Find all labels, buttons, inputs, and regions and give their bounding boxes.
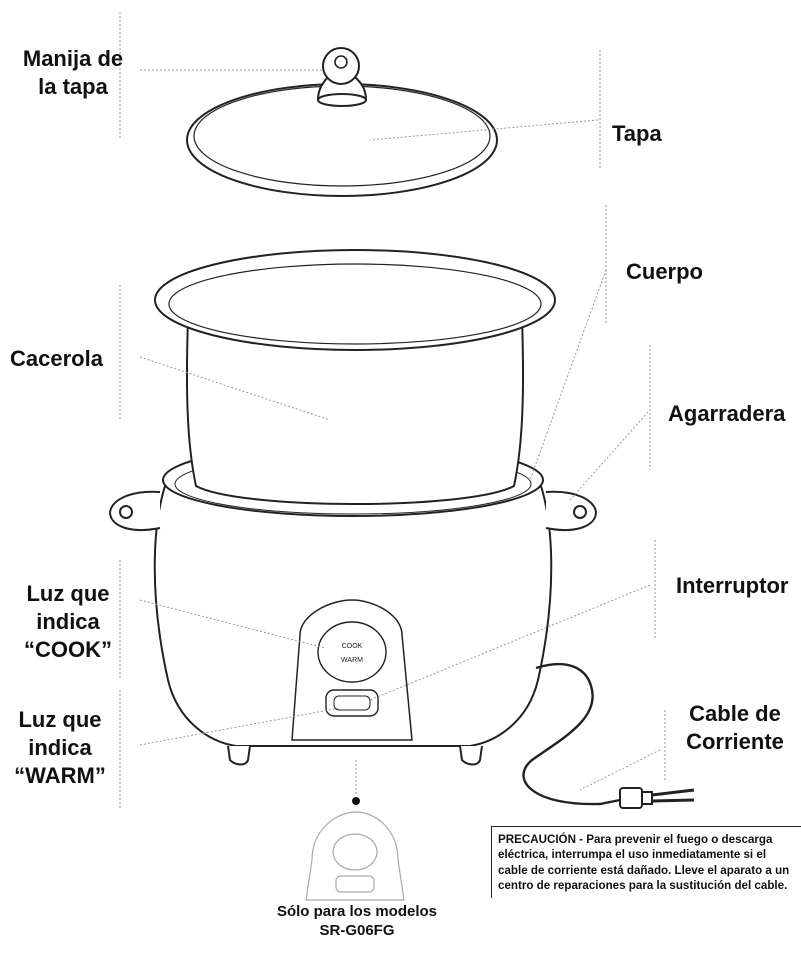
power-cord-drawing [522, 663, 695, 809]
cook-text: COOK [342, 643, 363, 650]
leader-lines [119, 12, 666, 810]
label-cook-light: Luz que indica “COOK” [24, 581, 112, 662]
caution-note: PRECAUCIÓN - Para prevenir el fuego o de… [491, 826, 801, 899]
label-lid: Tapa [612, 121, 662, 146]
model-caption: Sólo para los modelos SR-G06FG [276, 903, 438, 939]
lid-handle-drawing [316, 47, 368, 107]
label-handle: Agarradera [668, 401, 786, 426]
inset-detail-drawing [305, 811, 405, 901]
pot-drawing [154, 249, 556, 505]
label-switch: Interruptor [676, 573, 789, 598]
label-lid-handle: Manija de la tapa [22, 46, 124, 99]
label-warm-light: Luz que indica “WARM” [14, 707, 106, 788]
label-pot: Cacerola [10, 346, 103, 371]
side-handles-drawing [108, 490, 598, 532]
inset-marker-dot [352, 797, 360, 805]
warm-text: WARM [341, 657, 363, 664]
label-power-cord: Cable de Corriente [686, 701, 784, 754]
label-body: Cuerpo [626, 259, 703, 284]
